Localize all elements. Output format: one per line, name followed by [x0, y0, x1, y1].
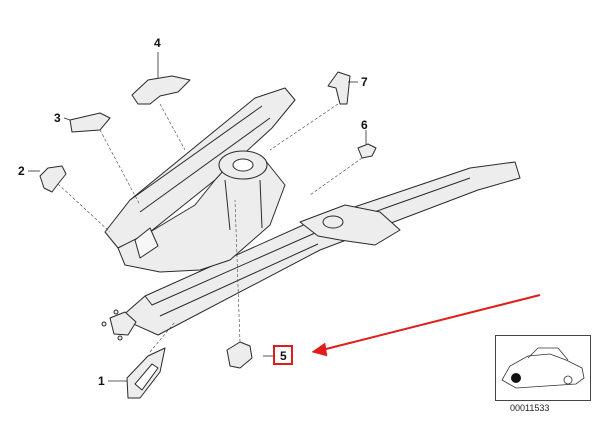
vehicle-location-inset: [495, 335, 591, 401]
callout-4: 4: [154, 36, 161, 50]
part-5-bracket: [226, 341, 253, 369]
callout-6: 6: [361, 118, 368, 132]
car-outline-icon: [501, 347, 585, 389]
callout-7: 7: [361, 75, 368, 89]
part-6-clip: [357, 143, 377, 159]
strut-tower: [117, 157, 286, 273]
rear-crossmember: [299, 204, 401, 246]
inset-code: 00011533: [510, 403, 550, 413]
part-7-bracket: [327, 71, 351, 105]
callout-1: 1: [98, 374, 105, 388]
part-3-plate: [69, 112, 111, 133]
part-4-bracket: [131, 75, 191, 105]
callout-3: 3: [54, 111, 61, 125]
part-2-clip: [39, 165, 67, 193]
highlight-arrow: [311, 294, 541, 357]
callout-5-highlight-box: [273, 345, 293, 365]
callout-5: 5: [280, 349, 287, 363]
callout-2: 2: [18, 164, 25, 178]
